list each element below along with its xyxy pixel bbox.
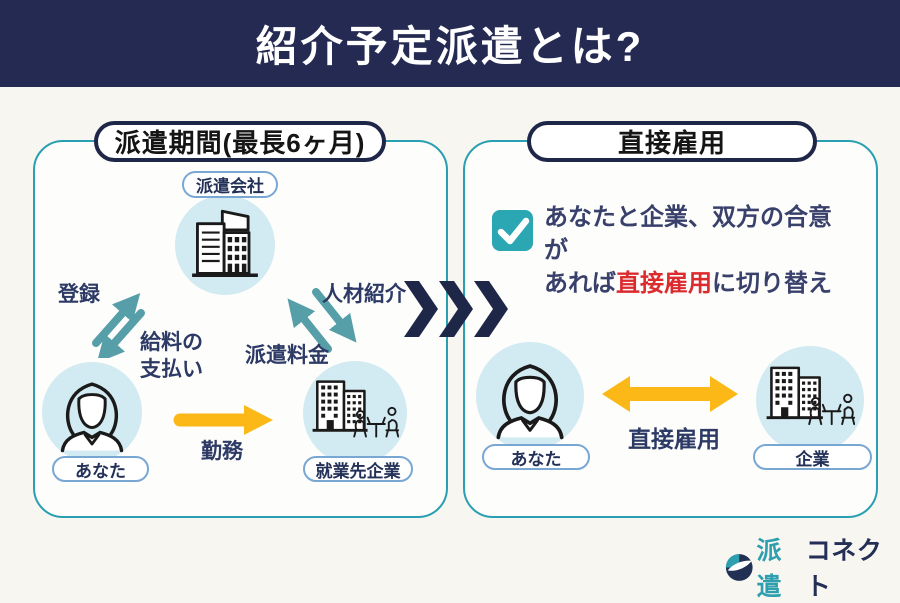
woman-icon xyxy=(60,382,124,453)
agreement-note: あなたと企業、双方の合意が あれば直接雇用に切り替え xyxy=(544,201,854,300)
you-circle-left xyxy=(42,362,142,462)
company-circle xyxy=(756,346,864,454)
work-arrow-label: 勤務 xyxy=(201,440,243,463)
referral-arrow-label: 人材紹介 xyxy=(322,283,406,306)
note-line1: あなたと企業、双方の合意が xyxy=(544,204,832,264)
brand-name-part1: 派遣 xyxy=(756,537,783,601)
note-line2: あれば直接雇用に切り替え xyxy=(544,270,832,297)
check-icon xyxy=(492,210,533,251)
brand-logo: 派遣コネクト xyxy=(724,531,900,603)
brand-name-part2: コネクト xyxy=(805,537,883,601)
fee-arrow-label: 派遣料金 xyxy=(245,344,329,367)
agency-building-icon xyxy=(192,209,258,277)
register-salary-arrows-icon xyxy=(92,293,145,358)
direct-employment-arrow-label: 直接雇用 xyxy=(628,426,720,452)
direct-employment-arrow-icon xyxy=(602,376,738,412)
register-arrow-label: 登録 xyxy=(58,283,100,306)
salary-arrow-label: 給料の 支払い xyxy=(140,331,203,381)
you-label-right: あなた xyxy=(482,444,590,470)
company-label: 企業 xyxy=(753,444,872,470)
header-bar: 紹介予定派遣とは? xyxy=(0,0,900,87)
meeting-people-icon xyxy=(808,393,855,426)
referral-fee-arrows-icon xyxy=(287,288,357,353)
direct-employment-title: 直接雇用 xyxy=(527,121,817,162)
client-circle xyxy=(303,361,407,465)
checkmark-glyph xyxy=(497,217,529,244)
transition-chevrons-icon xyxy=(404,281,508,337)
you-label-left: あなた xyxy=(52,456,149,482)
client-building-icon xyxy=(312,380,399,438)
you-circle-right xyxy=(476,342,584,450)
agency-circle xyxy=(175,195,275,295)
company-building-icon xyxy=(766,366,855,426)
woman-icon xyxy=(496,364,564,440)
agency-label: 派遣会社 xyxy=(182,171,278,198)
highlight-direct-employment: 直接雇用 xyxy=(616,270,712,297)
client-label: 就業先企業 xyxy=(303,456,413,482)
work-arrow-icon xyxy=(173,405,273,435)
meeting-people-icon xyxy=(353,406,399,438)
dispatch-period-title: 派遣期間(最長6ヶ月) xyxy=(94,121,386,162)
page-title: 紹介予定派遣とは? xyxy=(255,23,645,70)
brand-logo-icon xyxy=(725,553,753,581)
